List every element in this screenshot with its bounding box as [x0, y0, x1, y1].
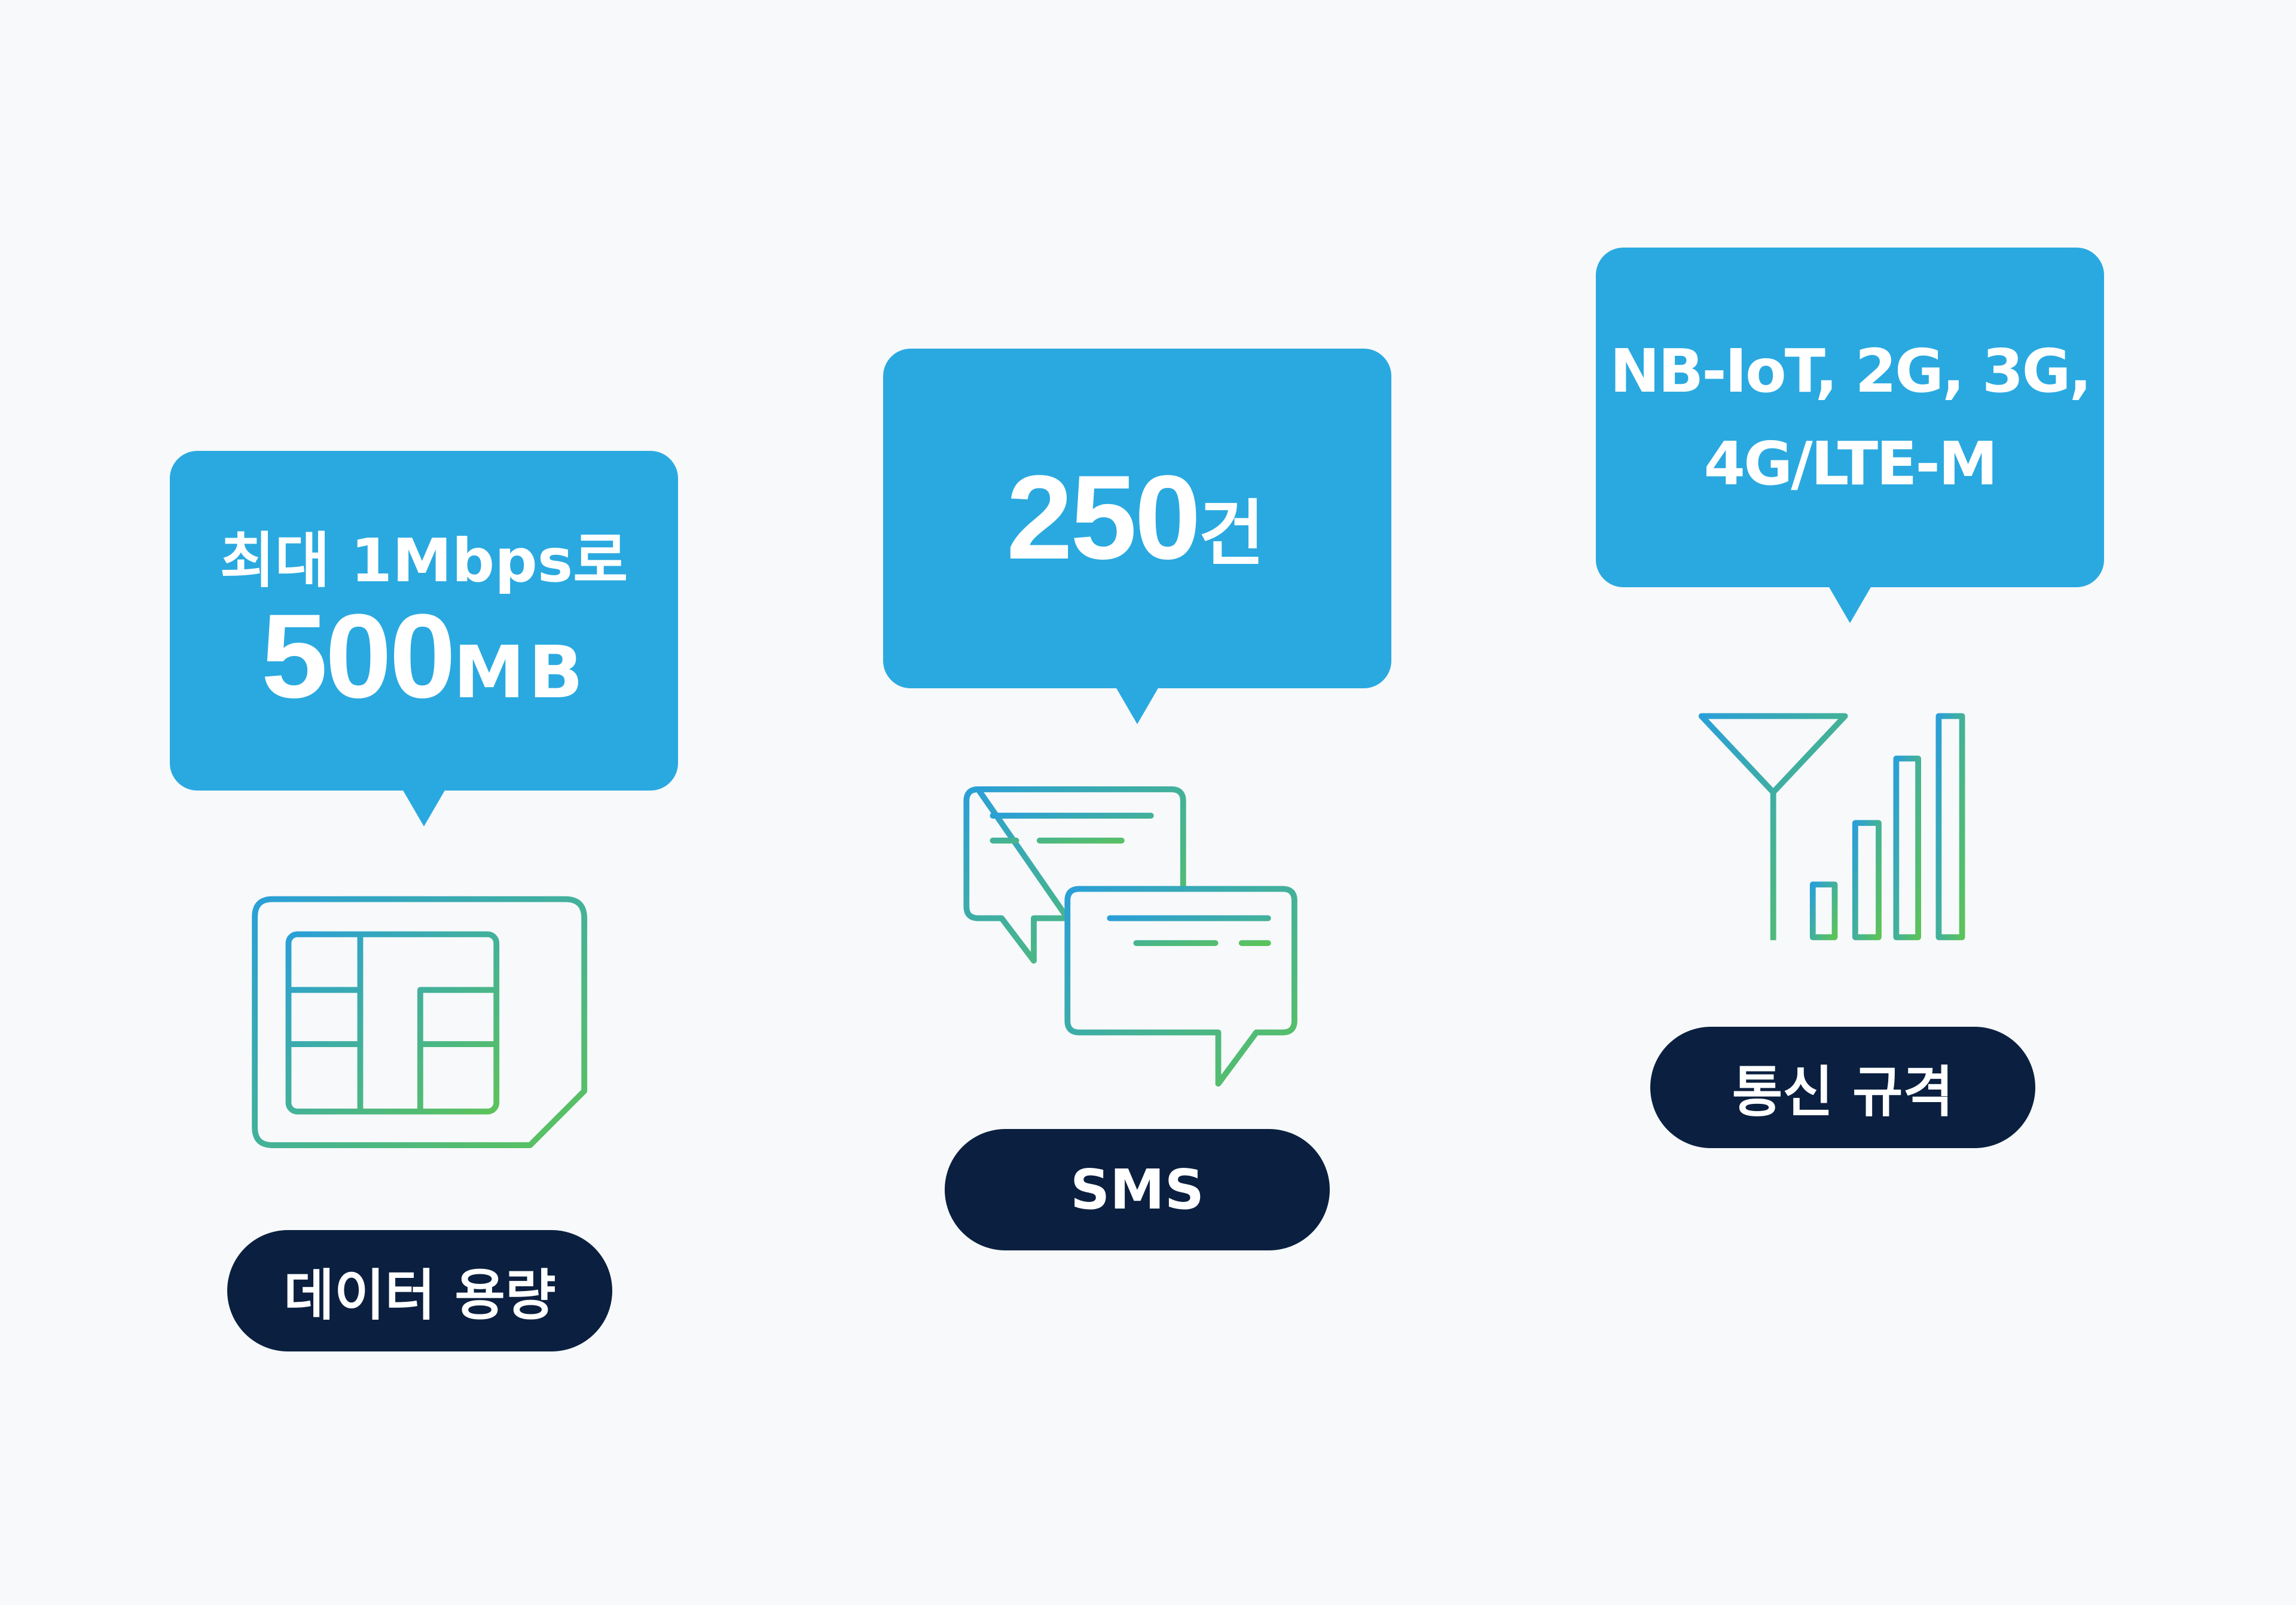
chat-bubbles-icon — [963, 786, 1297, 1087]
data-capacity-label: 데이터 용량 — [227, 1230, 612, 1351]
data-speed-text: 최대 1Mbps로 — [219, 526, 628, 596]
sms-bubble: 250건 — [883, 349, 1391, 724]
sim-card-icon — [252, 896, 588, 1148]
sms-label: SMS — [945, 1129, 1330, 1250]
sms-count-unit: 건 — [1198, 492, 1269, 576]
data-capacity-unit: MB — [453, 631, 587, 715]
network-standards-line1: NB-IoT, 2G, 3G, — [1610, 336, 2092, 406]
data-capacity-value: 500 — [261, 590, 456, 723]
network-bubble: NB-IoT, 2G, 3G, 4G/LTE-M — [1596, 248, 2104, 623]
network-standards-label: 통신 규격 — [1650, 1027, 2035, 1148]
data-capacity-bubble: 최대 1Mbps로 500MB — [170, 451, 678, 826]
network-standards-line2: 4G/LTE-M — [1703, 429, 1998, 499]
sms-count-value: 250 — [1006, 450, 1201, 584]
antenna-signal-icon — [1698, 713, 1965, 941]
